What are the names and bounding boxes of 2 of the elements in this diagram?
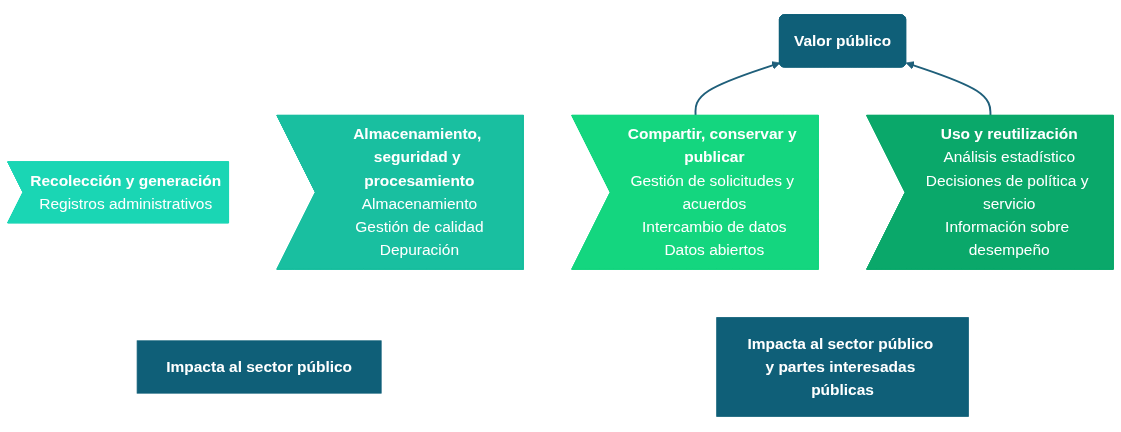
node-box: Impacta al sector público y partes interesadas públicas xyxy=(716,317,969,418)
node-box: Impacta al sector público xyxy=(136,340,382,395)
